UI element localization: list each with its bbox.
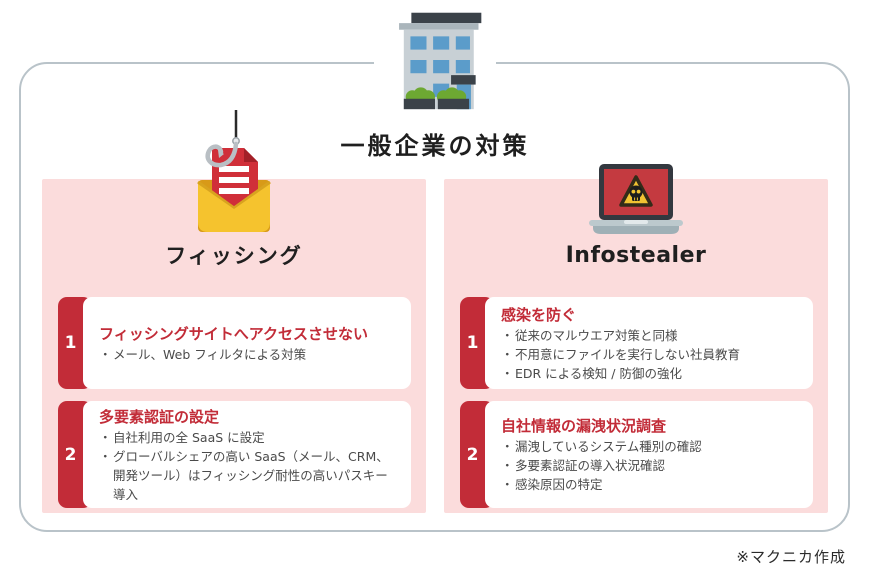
measure-title: 感染を防ぐ [501, 305, 577, 324]
measure-title: フィッシングサイトへアクセスさせない [99, 324, 368, 343]
panel-infostealer-title: Infostealer [565, 243, 707, 268]
office-building-icon [374, 4, 496, 112]
list-item: 1 フィッシングサイトへアクセスさせない ・ メール、Web フィルタによる対策 [58, 297, 411, 389]
measure-title: 多要素認証の設定 [99, 407, 220, 426]
measure-card: 多要素認証の設定 ・ 自社利用の全 SaaS に設定 ・ グローバルシェアの高い… [83, 401, 411, 508]
malware-laptop-icon [589, 164, 683, 234]
bullet-text: 多要素認証の導入状況確認 [515, 458, 666, 473]
bullet-text: メール、Web フィルタによる対策 [113, 346, 307, 362]
measure-card: 自社情報の漏洩状況調査 ・ 漏洩しているシステム種別の確認 ・ 多要素認証の導入… [485, 401, 813, 508]
credit-note: ※マクニカ作成 [736, 548, 846, 566]
measure-bullet: ・ 不用意にファイルを実行しない社員教育 [501, 345, 801, 364]
measure-bullet: ・ EDR による検知 / 防御の強化 [501, 364, 801, 383]
bullet-marker: ・ [99, 429, 112, 445]
measure-bullet: ・ 感染原因の特定 [501, 475, 801, 494]
measure-bullet: ・ メール、Web フィルタによる対策 [99, 345, 399, 364]
bullet-marker: ・ [501, 458, 514, 473]
bullet-text: 感染原因の特定 [515, 477, 603, 492]
bullet-marker: ・ [99, 448, 112, 464]
panel-phishing-items: 1 フィッシングサイトへアクセスさせない ・ メール、Web フィルタによる対策… [58, 297, 411, 508]
measure-title: 自社情報の漏洩状況調査 [501, 417, 667, 435]
page-title: 一般企業の対策 [340, 132, 530, 160]
bullet-text: 従来のマルウエア対策と同様 [515, 327, 678, 343]
panel-phishing: フィッシング 1 フィッシングサイトへアクセスさせない ・ メール、Web フィ… [42, 179, 426, 513]
panel-infostealer-items: 1 感染を防ぐ ・ 従来のマルウエア対策と同様 ・ 不用意にファイルを実行しない… [460, 297, 813, 508]
panel-infostealer: Infostealer 1 感染を防ぐ ・ 従来のマルウエア対策と同様 ・ 不用… [444, 179, 828, 513]
bullet-marker: ・ [501, 439, 514, 454]
bullet-marker: ・ [99, 346, 112, 362]
measure-bullet: ・ 漏洩しているシステム種別の確認 [501, 437, 801, 456]
list-item: 1 感染を防ぐ ・ 従来のマルウエア対策と同様 ・ 不用意にファイルを実行しない… [460, 297, 813, 389]
measure-bullet: ・ グローバルシェアの高い SaaS（メール、CRM、開発ツール）はフィッシング… [99, 447, 399, 504]
measure-card: 感染を防ぐ ・ 従来のマルウエア対策と同様 ・ 不用意にファイルを実行しない社員… [485, 297, 813, 389]
bullet-text: グローバルシェアの高い SaaS（メール、CRM、開発ツール）はフィッシング耐性… [113, 448, 389, 502]
list-item: 2 多要素認証の設定 ・ 自社利用の全 SaaS に設定 ・ グローバルシェアの… [58, 401, 411, 508]
bullet-text: 漏洩しているシステム種別の確認 [515, 439, 702, 454]
bullet-marker: ・ [501, 477, 514, 492]
phishing-hook-envelope-icon [197, 110, 271, 232]
bullet-marker: ・ [501, 346, 514, 362]
bullet-text: EDR による検知 / 防御の強化 [515, 365, 682, 381]
measure-bullet: ・ 多要素認証の導入状況確認 [501, 456, 801, 475]
panel-phishing-title: フィッシング [165, 244, 303, 268]
bullet-text: 自社利用の全 SaaS に設定 [113, 429, 265, 445]
measure-bullet: ・ 従来のマルウエア対策と同様 [501, 326, 801, 345]
measure-bullet: ・ 自社利用の全 SaaS に設定 [99, 428, 399, 447]
measure-card: フィッシングサイトへアクセスさせない ・ メール、Web フィルタによる対策 [83, 297, 411, 389]
office-building-graphic [399, 12, 482, 110]
bullet-marker: ・ [501, 365, 514, 381]
list-item: 2 自社情報の漏洩状況調査 ・ 漏洩しているシステム種別の確認 ・ 多要素認証の… [460, 401, 813, 508]
bullet-text: 不用意にファイルを実行しない社員教育 [515, 346, 741, 362]
bullet-marker: ・ [501, 327, 514, 343]
